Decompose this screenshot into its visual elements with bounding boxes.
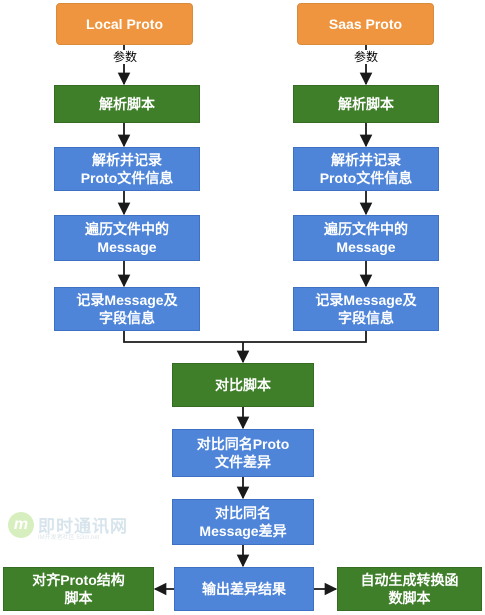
left-parse-script-node: 解析脚本 — [54, 85, 200, 123]
compare-script-node: 对比脚本 — [172, 363, 314, 407]
watermark: m 即时通讯网 IM开发者社区 52im.net — [8, 512, 148, 542]
auto-generate-node: 自动生成转换函 数脚本 — [337, 567, 482, 611]
align-script-label: 对齐Proto结构 脚本 — [32, 572, 125, 606]
right-record-file-label: 解析并记录 Proto文件信息 — [319, 152, 413, 186]
right-traverse-node: 遍历文件中的 Message — [293, 215, 439, 261]
right-record-message-node: 记录Message及 字段信息 — [293, 287, 439, 331]
output-diff-label: 输出差异结果 — [202, 581, 286, 597]
saas-proto-label: Saas Proto — [328, 16, 403, 32]
right-param-label: 参数 — [352, 50, 381, 64]
left-record-file-label: 解析并记录 Proto文件信息 — [80, 152, 174, 186]
left-record-file-node: 解析并记录 Proto文件信息 — [54, 147, 200, 191]
merge-connector — [123, 330, 367, 343]
left-traverse-label: 遍历文件中的 Message — [85, 221, 169, 255]
right-record-message-label: 记录Message及 字段信息 — [315, 292, 417, 326]
local-proto-node: Local Proto — [56, 3, 193, 45]
compare-message-label: 对比同名 Message差异 — [199, 505, 287, 539]
watermark-subtitle: IM开发者社区 52im.net — [38, 535, 100, 541]
output-diff-node: 输出差异结果 — [174, 567, 314, 611]
right-record-file-node: 解析并记录 Proto文件信息 — [293, 147, 439, 191]
watermark-title: 即时通讯网 — [38, 517, 128, 536]
local-proto-label: Local Proto — [85, 16, 163, 32]
compare-script-label: 对比脚本 — [215, 377, 271, 393]
left-record-message-label: 记录Message及 字段信息 — [76, 292, 178, 326]
left-param-label: 参数 — [111, 50, 140, 64]
right-parse-script-node: 解析脚本 — [293, 85, 439, 123]
right-traverse-label: 遍历文件中的 Message — [324, 221, 408, 255]
right-parse-script-label: 解析脚本 — [338, 96, 394, 112]
left-record-message-node: 记录Message及 字段信息 — [54, 287, 200, 331]
auto-generate-label: 自动生成转换函 数脚本 — [360, 572, 459, 606]
saas-proto-node: Saas Proto — [297, 3, 434, 45]
compare-proto-node: 对比同名Proto 文件差异 — [172, 429, 314, 477]
compare-message-node: 对比同名 Message差异 — [172, 499, 314, 545]
left-traverse-node: 遍历文件中的 Message — [54, 215, 200, 261]
left-parse-script-label: 解析脚本 — [99, 96, 155, 112]
watermark-logo-letter: m — [13, 516, 29, 533]
align-script-node: 对齐Proto结构 脚本 — [3, 567, 154, 611]
watermark-logo-icon: m — [8, 512, 34, 538]
compare-proto-label: 对比同名Proto 文件差异 — [196, 436, 290, 470]
